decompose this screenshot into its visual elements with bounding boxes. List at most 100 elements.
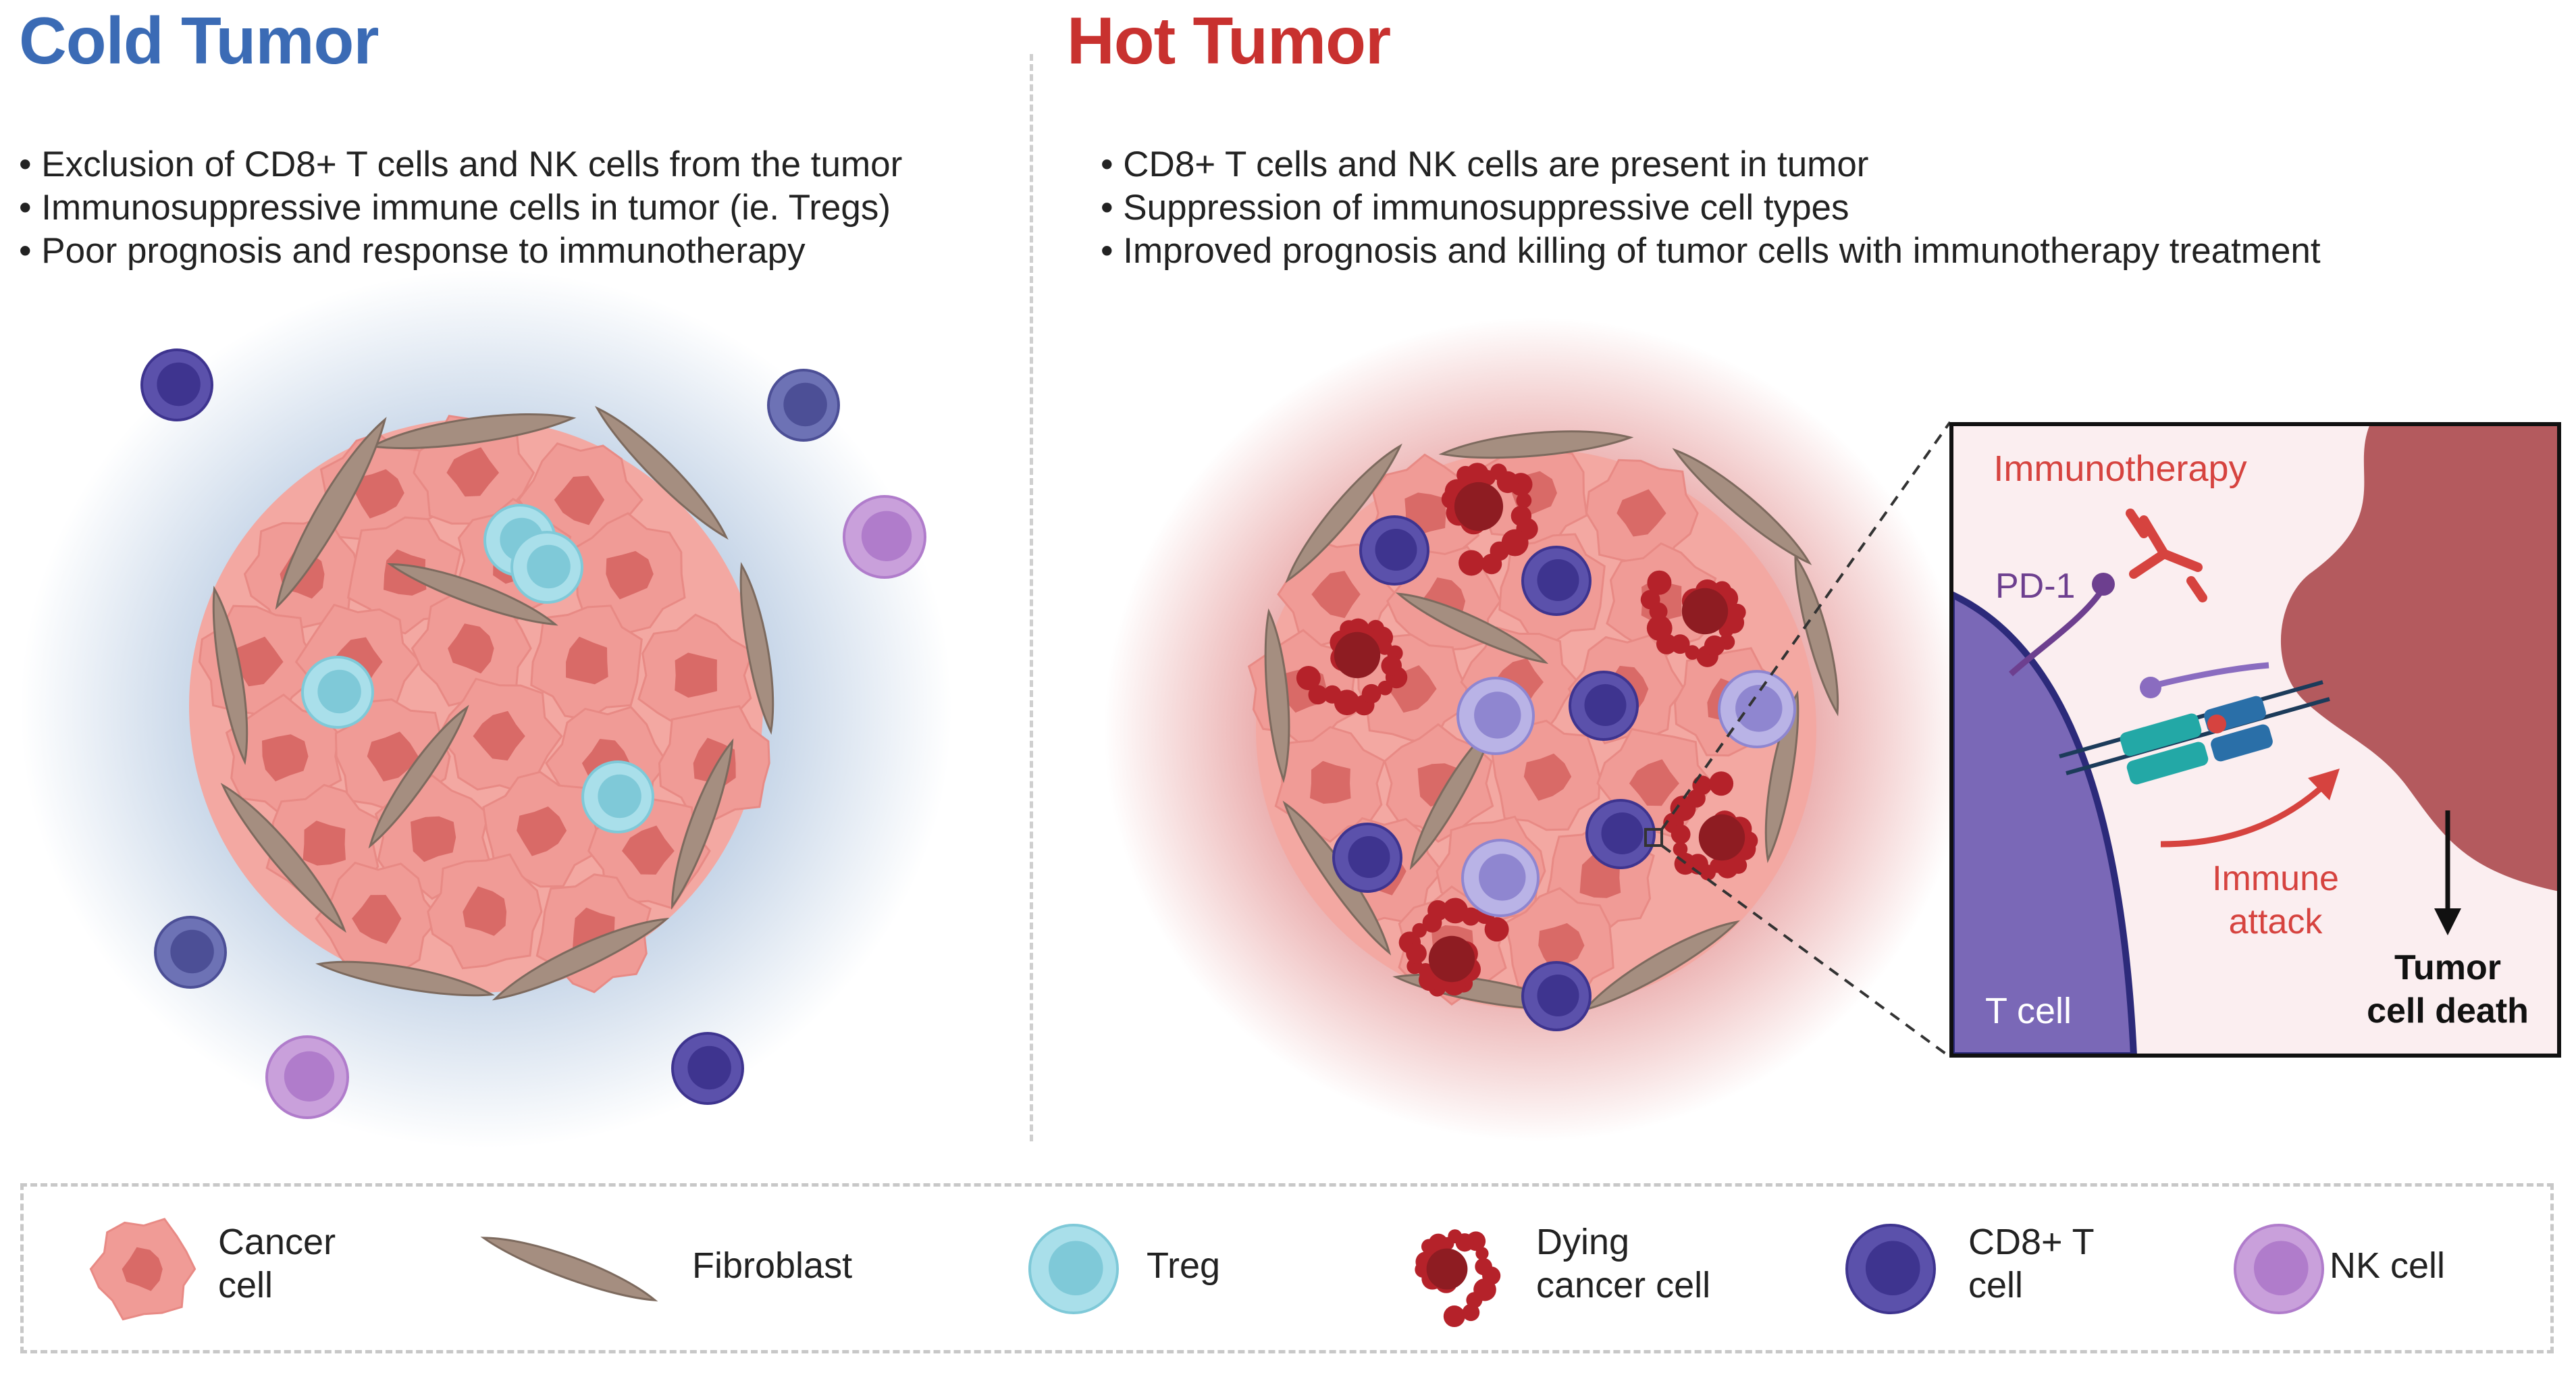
legend-cd8-line2: cell [1968, 1265, 2024, 1305]
legend-cd8-t-cell: CD8+ T cell [1968, 1220, 2095, 1307]
legend: Cancer cell Fibroblast Treg Dying cancer… [20, 1183, 2554, 1353]
cd8-t-cell [1585, 799, 1656, 869]
tumor-illustration: Immunotherapy PD-1 Immune attack Tumor c… [20, 270, 2561, 1148]
cd8-t-cell [1569, 671, 1639, 741]
cancer-cell [530, 604, 643, 721]
fibroblast [1395, 592, 1549, 664]
tumor-cell-membrane [2280, 424, 2559, 891]
cold-tumor-bullets: Exclusion of CD8+ T cells and NK cells f… [19, 143, 902, 273]
immune-attack-arrow [2160, 781, 2329, 848]
cold-bullet: Exclusion of CD8+ T cells and NK cells f… [19, 143, 902, 186]
fibroblast [1764, 690, 1799, 863]
dying-cancer-cell [1663, 771, 1758, 881]
treg-icon [1028, 1224, 1119, 1314]
cancer-cell-icon [89, 1218, 196, 1321]
cd8-t-cell [1332, 823, 1402, 893]
cancer-cell [411, 590, 532, 707]
cancer-cell [427, 853, 543, 970]
t-cell-membrane [1951, 590, 2138, 1056]
cold-bullet: Immunosuppressive immune cells in tumor … [19, 186, 902, 230]
cd8-t-cell-icon [1845, 1224, 1936, 1314]
hot-tumor-bullets: CD8+ T cells and NK cells are present in… [1101, 143, 2321, 273]
legend-dying-line2: cancer cell [1536, 1265, 1711, 1305]
pd1-head [2092, 573, 2115, 596]
t-cell-label: T cell [1985, 991, 2072, 1031]
immunotherapy-label: Immunotherapy [1993, 448, 2246, 489]
cancer-cell [569, 512, 686, 634]
hot-tumor [1247, 430, 1839, 1031]
legend-treg: Treg [1147, 1245, 1221, 1286]
dying-cancer-cell [1398, 898, 1509, 997]
legend-nk-cell: NK cell [2330, 1245, 2446, 1286]
treg [510, 531, 583, 604]
dying-cancer-cell-icon [1415, 1229, 1501, 1328]
cold-tumor [189, 406, 774, 1001]
cd8-t-cell [140, 348, 213, 421]
nk-cell-icon [2234, 1224, 2324, 1314]
fibroblast [492, 917, 670, 1001]
fibroblast [368, 704, 469, 849]
nk-cell [2234, 1224, 2324, 1314]
dying-cancer-cell [1296, 618, 1408, 716]
fibroblast [1582, 920, 1740, 1012]
tumor-cell-death-label-line2: cell death [2367, 991, 2529, 1031]
cd8-t-cell [671, 1032, 744, 1105]
tumor-cell-death-label-line1: Tumor [2394, 948, 2501, 987]
legend-cd8-line1: CD8+ T [1968, 1222, 2095, 1262]
cancer-cell [315, 861, 441, 977]
treg [581, 760, 654, 833]
pd1-receptor [2008, 591, 2103, 677]
treg [1028, 1224, 1119, 1314]
fibroblast [1285, 443, 1402, 584]
fibroblast [1794, 553, 1839, 717]
hot-bullet: Improved prognosis and killing of tumor … [1101, 230, 2320, 273]
legend-dying-line1: Dying [1536, 1222, 1630, 1262]
nk-cell [1461, 839, 1540, 917]
fibroblast [220, 783, 347, 933]
cd8-t-cell [767, 369, 840, 442]
immune-attack-label-line1: Immune [2212, 859, 2339, 898]
fibroblast [212, 586, 248, 765]
fibroblast [387, 563, 558, 626]
legend-icons [89, 1218, 2324, 1328]
cd8-t-cell [1359, 515, 1429, 586]
fibroblast [1282, 800, 1392, 956]
zoom-marker [1644, 828, 1663, 847]
fibroblast [315, 960, 495, 997]
hot-bullet: CD8+ T cells and NK cells are present in… [1101, 143, 2321, 186]
nk-cell [265, 1035, 349, 1119]
cd8-t-cell [154, 916, 227, 989]
legend-fibroblast: Fibroblast [692, 1245, 853, 1286]
cancer-cell [482, 771, 598, 888]
cancer-cell [225, 693, 342, 818]
cd8-t-cell [1845, 1224, 1936, 1314]
cd8-t-cell [1521, 961, 1592, 1031]
treg [301, 656, 374, 729]
fibroblast [594, 406, 729, 540]
legend-cancer-cell-line2: cell [218, 1265, 273, 1305]
dying-cancer-cell [1415, 1229, 1501, 1328]
fibroblast [1438, 430, 1634, 459]
legend-cancer-cell-line1: Cancer [218, 1222, 336, 1262]
pd1-label: PD-1 [1995, 567, 2075, 606]
tcr-mhc-complex [2059, 662, 2330, 785]
fibroblast [1264, 608, 1290, 783]
nk-cell [1718, 670, 1796, 748]
immune-attack-inset: Immunotherapy PD-1 Immune attack Tumor c… [1949, 422, 2561, 1058]
nk-cell [1456, 677, 1535, 755]
cd8-t-cell [1521, 546, 1592, 616]
dying-cancer-cell [1640, 570, 1746, 667]
fibroblast [1672, 448, 1812, 565]
antibody-icon [2126, 509, 2207, 602]
panel-divider [1030, 54, 1033, 1141]
fibroblast-icon [480, 1237, 658, 1302]
immune-attack-label-line2: attack [2229, 902, 2323, 941]
hot-tumor-title: Hot Tumor [1067, 3, 1391, 78]
legend-dying-cancer-cell: Dying cancer cell [1536, 1220, 1710, 1307]
fibroblast [480, 1237, 658, 1302]
fibroblast [369, 413, 577, 450]
cold-tumor-title: Cold Tumor [19, 3, 379, 78]
fibroblast [671, 738, 734, 910]
cancer-cell [1491, 719, 1601, 831]
dying-cancer-cell [1441, 463, 1538, 576]
